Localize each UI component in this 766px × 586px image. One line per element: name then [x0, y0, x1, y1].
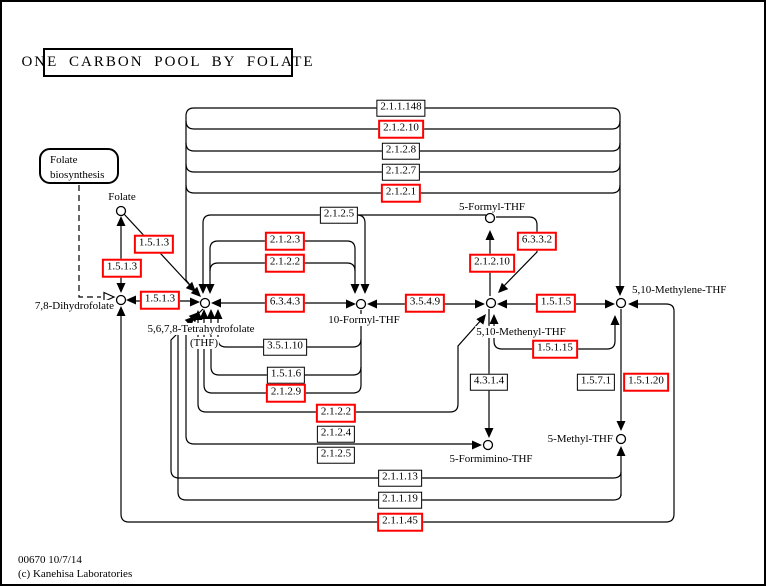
pathway-title: ONE CARBON POOL BY FOLATE [21, 48, 313, 77]
compound-label-5-10-methylene-thf: 5,10-Methylene-THF [631, 283, 728, 297]
ec-box-2-1-2-7[interactable]: 2.1.2.7 [381, 163, 421, 181]
ec-box-1-5-1-6[interactable]: 1.5.1.6 [266, 366, 306, 384]
linked-pathway-label-line: biosynthesis [50, 168, 105, 181]
ec-box-2-1-2-5[interactable]: 2.1.2.5 [319, 206, 359, 224]
ec-box-2-1-2-5[interactable]: 2.1.2.5 [316, 446, 356, 464]
compound-node-folate[interactable] [115, 205, 127, 217]
compound-label-5-formimino-thf: 5-Formimino-THF [448, 452, 534, 466]
ec-box-2-1-2-2[interactable]: 2.1.2.2 [315, 403, 357, 423]
edge-6332 [496, 216, 538, 291]
ec-box-2-1-2-10[interactable]: 2.1.2.10 [378, 119, 424, 139]
ec-box-1-5-7-1[interactable]: 1.5.7.1 [576, 373, 616, 391]
compound-label-5-10-methenyl-thf: 5,10-Methenyl-THF [475, 325, 567, 339]
compound-node-formimino-thf[interactable] [482, 439, 494, 451]
compound-label-5-6-7-8-tetrahydrofolate: 5,6,7,8-Tetrahydrofolate [146, 322, 256, 336]
ec-box-1-5-1-5[interactable]: 1.5.1.5 [535, 293, 577, 313]
compound-node-formyl5-thf[interactable] [484, 212, 496, 224]
compound-label-7-8-dihydrofolate: 7,8-Dihydrofolate [33, 299, 115, 313]
compound-label-thf: (THF) [188, 336, 220, 350]
ec-box-2-1-2-10[interactable]: 2.1.2.10 [469, 253, 515, 273]
ec-box-2-1-2-4[interactable]: 2.1.2.4 [316, 425, 356, 443]
ec-box-1-5-1-3[interactable]: 1.5.1.3 [101, 258, 143, 278]
arrowheads [116, 216, 638, 456]
compound-label-5-formyl-thf: 5-Formyl-THF [458, 200, 526, 214]
ec-box-2-1-2-9[interactable]: 2.1.2.9 [265, 383, 307, 403]
ec-box-2-1-2-3[interactable]: 2.1.2.3 [264, 231, 306, 251]
ec-box-6-3-3-2[interactable]: 6.3.3.2 [516, 231, 558, 251]
ec-box-2-1-1-13[interactable]: 2.1.1.13 [378, 469, 422, 487]
ec-box-2-1-2-8[interactable]: 2.1.2.8 [381, 142, 421, 160]
ec-box-1-5-1-20[interactable]: 1.5.1.20 [623, 372, 669, 392]
compound-node-methyl5-thf[interactable] [615, 433, 627, 445]
edge-folate-thf [123, 213, 199, 295]
compound-node-methenyl-thf[interactable] [485, 297, 497, 309]
ec-box-3-5-1-10[interactable]: 3.5.1.10 [263, 338, 307, 356]
ec-box-4-3-1-4[interactable]: 4.3.1.4 [469, 373, 509, 391]
compound-label-folate: Folate [107, 190, 137, 204]
compound-nodes [115, 205, 627, 451]
open-arrowhead [103, 291, 116, 303]
ec-box-2-1-2-1[interactable]: 2.1.2.1 [380, 183, 422, 203]
ec-box-2-1-2-2[interactable]: 2.1.2.2 [264, 253, 306, 273]
compound-label-10-formyl-thf: 10-Formyl-THF [327, 313, 401, 327]
ec-box-6-3-4-3[interactable]: 6.3.4.3 [264, 293, 306, 313]
linked-pathway-folate-biosynthesis[interactable]: Folate biosynthesis [39, 148, 119, 184]
compound-label-5-methyl-thf: 5-Methyl-THF [546, 432, 614, 446]
ec-box-2-1-1-148[interactable]: 2.1.1.148 [376, 99, 426, 117]
ec-box-1-5-1-15[interactable]: 1.5.1.15 [532, 339, 578, 359]
ec-box-2-1-1-19[interactable]: 2.1.1.19 [378, 491, 422, 509]
copyright: (c) Kanehisa Laboratories [18, 568, 133, 580]
ec-box-1-5-1-3[interactable]: 1.5.1.3 [139, 290, 181, 310]
compound-node-methylene-thf[interactable] [615, 297, 627, 309]
compound-node-thf[interactable] [199, 297, 211, 309]
ec-box-3-5-4-9[interactable]: 3.5.4.9 [404, 293, 446, 313]
edge-folate-biosynthesis [78, 185, 101, 298]
ec-box-2-1-1-45[interactable]: 2.1.1.45 [377, 512, 423, 532]
linked-pathway-label-line: Folate [50, 154, 78, 166]
compound-node-formyl10-thf[interactable] [355, 298, 367, 310]
ec-box-1-5-1-3[interactable]: 1.5.1.3 [133, 234, 175, 254]
map-id-and-date: 00670 10/7/14 [18, 554, 82, 566]
compound-node-dihydrofolate[interactable] [115, 294, 127, 306]
